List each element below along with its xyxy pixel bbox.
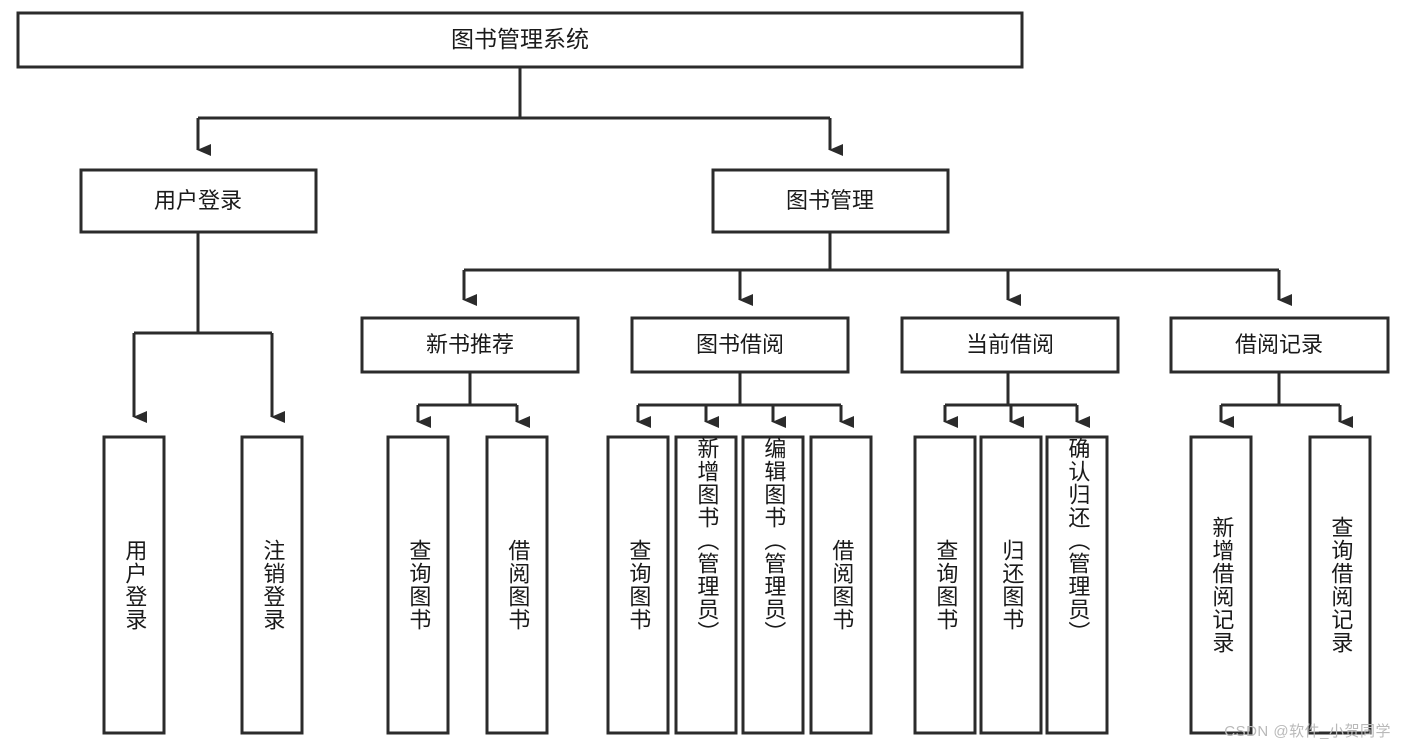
- node-current-borrow-label: 当前借阅: [966, 332, 1054, 357]
- node-book-borrow-label: 图书借阅: [696, 332, 784, 357]
- node-book-manage-label: 图书管理: [786, 188, 874, 213]
- leaf-box-query-book-2[interactable]: [606, 435, 670, 735]
- node-user-login-label: 用户登录: [154, 188, 242, 213]
- connector-layer: [132, 67, 1353, 428]
- node-layer: 图书管理系统 用户登录 图书管理 新书推荐 图书借阅: [16, 11, 1390, 735]
- watermark-text: CSDN @软件_小贺同学: [1224, 723, 1391, 740]
- node-book-manage[interactable]: 图书管理: [711, 168, 950, 234]
- leaf-box-user-logout[interactable]: [240, 435, 304, 735]
- node-new-book-rec[interactable]: 新书推荐: [360, 316, 580, 374]
- node-book-borrow[interactable]: 图书借阅: [630, 316, 850, 374]
- leaf-box-user-login[interactable]: [102, 435, 166, 735]
- leaf-box-add-book[interactable]: [674, 435, 738, 735]
- node-borrow-record-label: 借阅记录: [1235, 332, 1323, 357]
- node-user-login[interactable]: 用户登录: [79, 168, 318, 234]
- leaf-box-query-book-1[interactable]: [386, 435, 450, 735]
- leaf-box-query-record[interactable]: [1308, 435, 1372, 735]
- leaf-box-query-book-3[interactable]: [913, 435, 977, 735]
- leaf-box-borrow-book-2[interactable]: [809, 435, 873, 735]
- leaf-layer: [102, 435, 1372, 735]
- leaf-box-confirm-return[interactable]: [1045, 435, 1109, 735]
- leaf-box-add-record[interactable]: [1189, 435, 1253, 735]
- node-root-label: 图书管理系统: [451, 26, 589, 52]
- leaf-box-borrow-book-1[interactable]: [485, 435, 549, 735]
- node-root[interactable]: 图书管理系统: [16, 11, 1024, 69]
- leaf-box-return-book[interactable]: [979, 435, 1043, 735]
- node-borrow-record[interactable]: 借阅记录: [1169, 316, 1390, 374]
- node-current-borrow[interactable]: 当前借阅: [900, 316, 1120, 374]
- node-new-book-rec-label: 新书推荐: [426, 332, 514, 357]
- leaf-box-edit-book[interactable]: [741, 435, 805, 735]
